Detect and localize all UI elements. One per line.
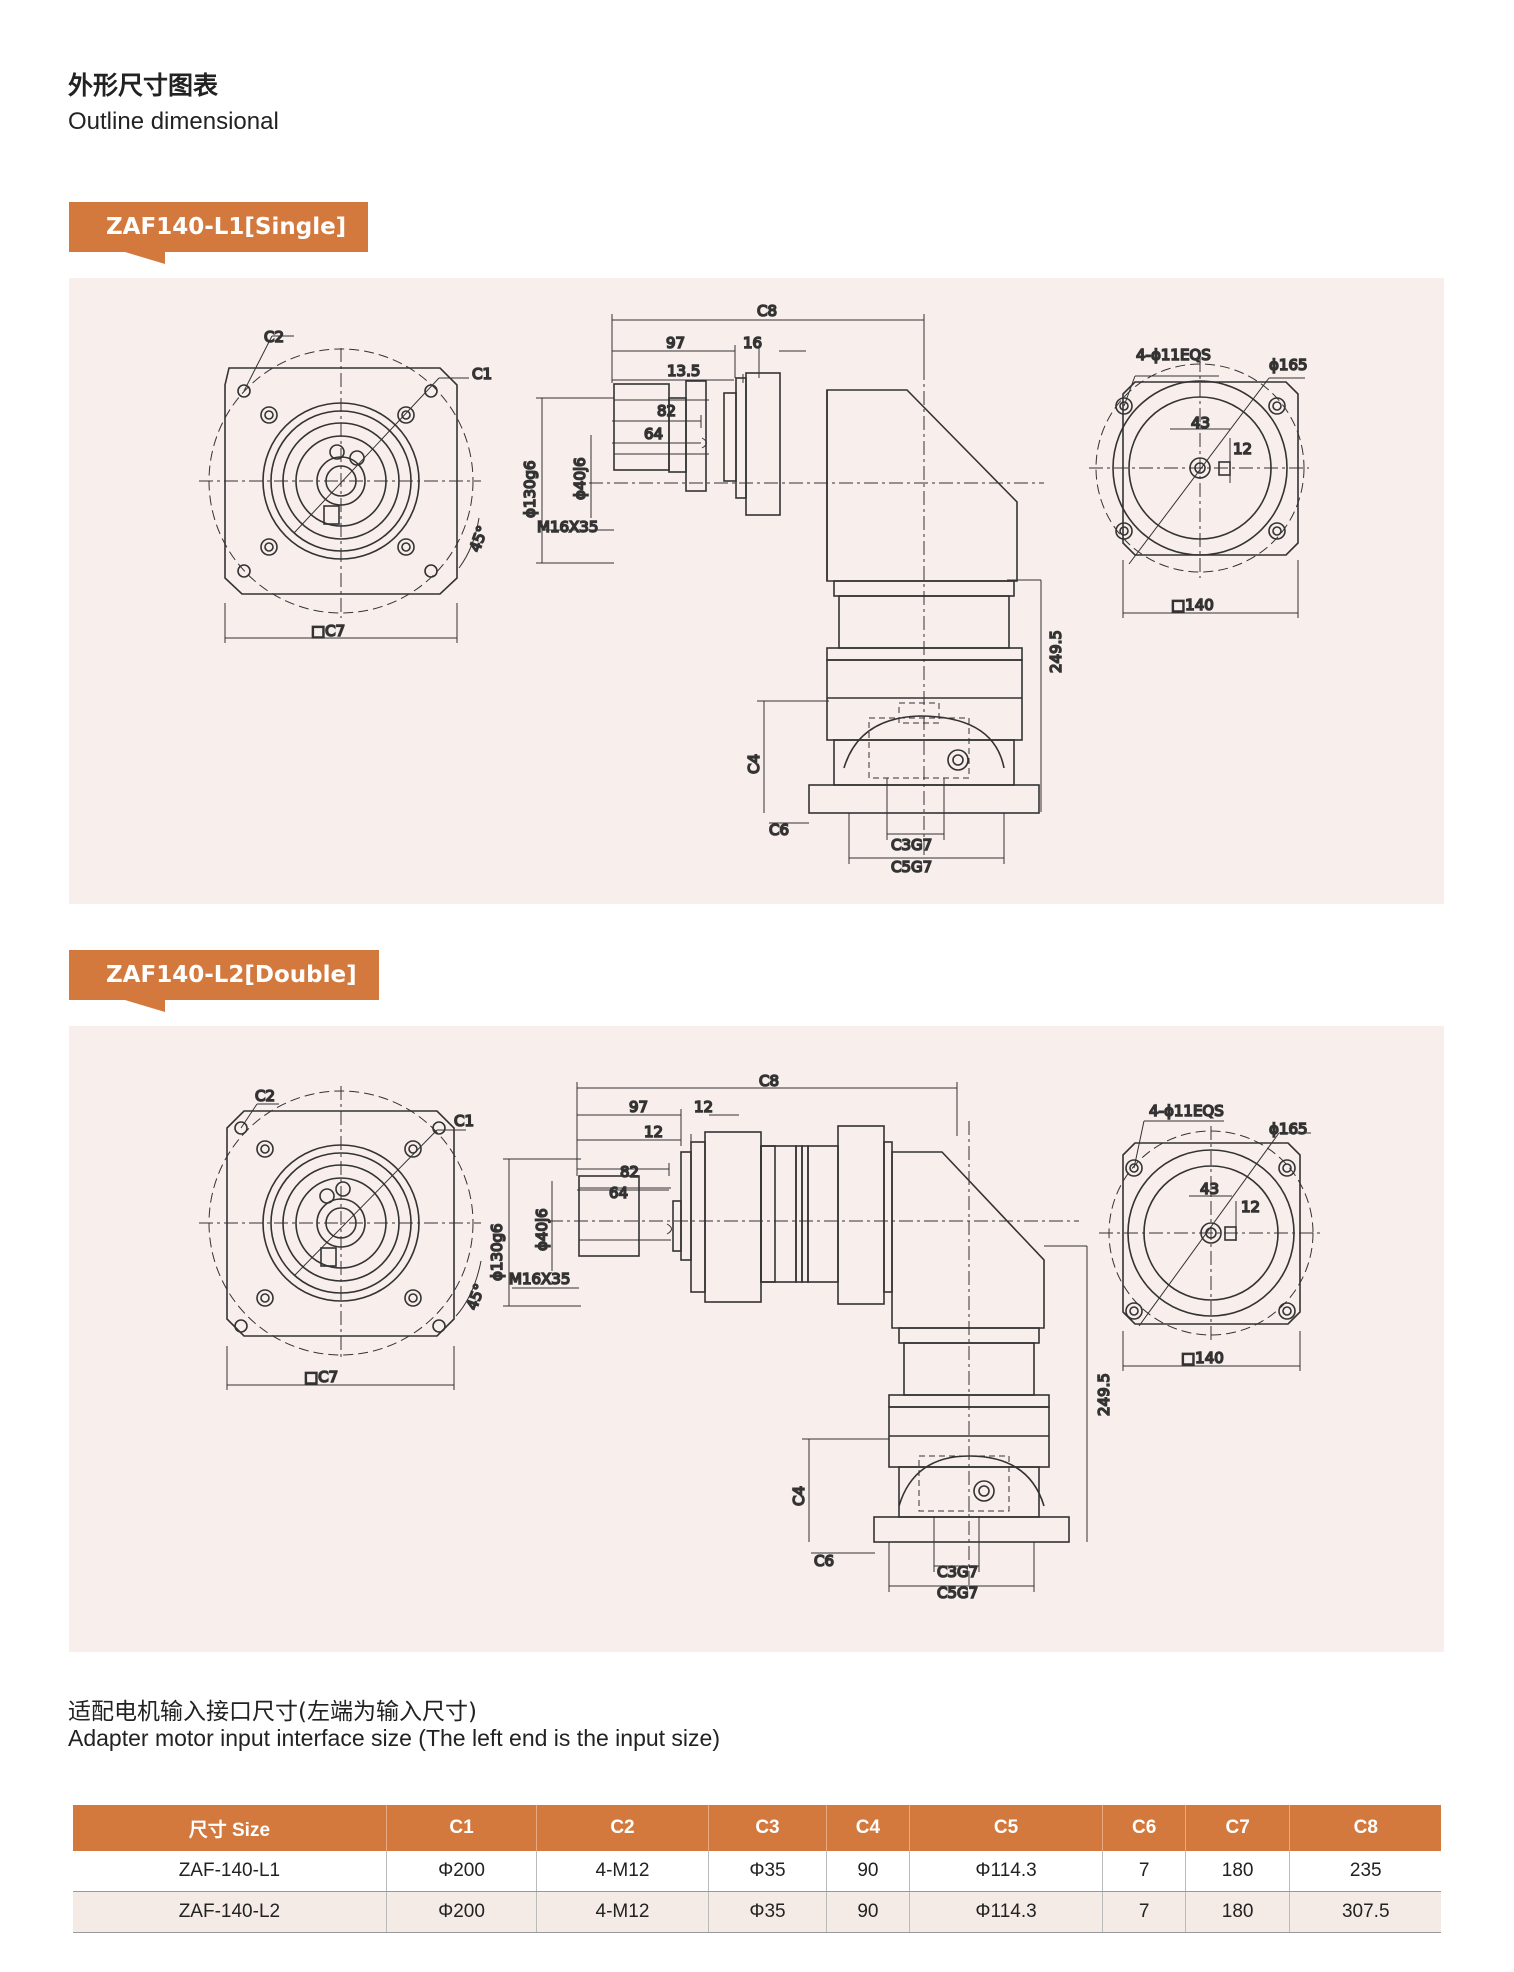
label-140: □140 — [1171, 596, 1214, 614]
table-row: ZAF-140-L2 Φ200 4-M12 Φ35 90 Φ114.3 7 18… — [73, 1891, 1441, 1933]
label-82: 82 — [620, 1163, 639, 1181]
table-cell: 235 — [1289, 1851, 1441, 1892]
section-tag-double: ZAF140-L2[Double] — [69, 950, 379, 1012]
table-row: ZAF-140-L1 Φ200 4-M12 Φ35 90 Φ114.3 7 18… — [73, 1851, 1441, 1892]
table-cell: Φ114.3 — [909, 1851, 1104, 1892]
table-cell: Φ200 — [386, 1891, 538, 1933]
table-cell: ZAF-140-L1 — [73, 1851, 387, 1892]
table-cell: Φ35 — [708, 1891, 828, 1933]
adapter-title-en: Adapter motor input interface size (The … — [68, 1725, 720, 1751]
label-c6: C6 — [814, 1552, 834, 1570]
table-cell: 180 — [1185, 1851, 1291, 1892]
label-12b: 12 — [644, 1123, 663, 1141]
table-cell: 180 — [1185, 1891, 1291, 1933]
label-holes: 4-ϕ11EQS — [1136, 346, 1211, 364]
label-12: 12 — [1233, 440, 1252, 458]
table-cell: 7 — [1102, 1851, 1186, 1892]
label-c5: C5G7 — [891, 858, 932, 876]
label-c2: C2 — [264, 328, 284, 346]
dimension-drawing-single: C2 C1 □C7 45° — [199, 301, 1309, 877]
label-13-5: 13.5 — [667, 362, 700, 380]
gearbox-side-view — [589, 366, 1044, 858]
page-title-cn: 外形尺寸图表 — [68, 71, 219, 100]
label-c8: C8 — [759, 1072, 779, 1090]
th-c1: C1 — [386, 1805, 538, 1851]
label-c2: C2 — [255, 1087, 275, 1105]
label-97: 97 — [666, 334, 685, 352]
label-c7: □C7 — [304, 1368, 338, 1386]
label-16: 16 — [743, 334, 762, 352]
table-cell: 90 — [826, 1891, 910, 1933]
input-flange-view — [199, 335, 481, 643]
table-header-row: 尺寸 Size C1 C2 C3 C4 C5 C6 C7 C8 — [73, 1805, 1441, 1851]
label-angle: 45° — [466, 523, 492, 554]
label-c4: C4 — [790, 1486, 808, 1506]
th-c6: C6 — [1102, 1805, 1186, 1851]
label-82: 82 — [657, 402, 676, 420]
label-phi130: ϕ130g6 — [488, 1223, 506, 1281]
table-cell: Φ114.3 — [909, 1891, 1104, 1933]
label-c1: C1 — [472, 365, 492, 383]
label-m16: M16X35 — [509, 1270, 570, 1288]
label-64: 64 — [609, 1184, 628, 1202]
label-m16: M16X35 — [537, 518, 598, 536]
dimension-table: 尺寸 Size C1 C2 C3 C4 C5 C6 C7 C8 ZAF-140-… — [73, 1805, 1441, 1933]
drawing-panel-double: C2 C1 □C7 45° — [69, 1026, 1444, 1652]
label-140: □140 — [1181, 1349, 1224, 1367]
label-c1: C1 — [454, 1112, 474, 1130]
label-43: 43 — [1191, 414, 1210, 432]
gearbox-side-view — [549, 1121, 1079, 1586]
label-12: 12 — [1241, 1198, 1260, 1216]
th-c4: C4 — [826, 1805, 910, 1851]
output-flange-view — [1099, 1120, 1324, 1371]
table-cell: 4-M12 — [536, 1891, 709, 1933]
table-cell: 7 — [1102, 1891, 1186, 1933]
section-tag-single: ZAF140-L1[Single] — [69, 202, 369, 264]
label-43: 43 — [1200, 1180, 1219, 1198]
table-cell: Φ35 — [708, 1851, 828, 1892]
th-c8: C8 — [1289, 1805, 1441, 1851]
page-title-en: Outline dimensional — [68, 108, 279, 135]
output-flange-view — [1089, 358, 1309, 618]
label-phi130: ϕ130g6 — [521, 460, 539, 518]
table-cell: ZAF-140-L2 — [73, 1891, 387, 1933]
th-size: 尺寸 Size — [73, 1805, 387, 1851]
label-97: 97 — [629, 1098, 648, 1116]
adapter-title-cn: 适配电机输入接口尺寸(左端为输入尺寸) — [68, 1699, 477, 1725]
table-cell: 4-M12 — [536, 1851, 709, 1892]
label-phi40: ϕ40j6 — [533, 1208, 551, 1251]
label-249-5: 249.5 — [1047, 630, 1065, 673]
label-249-5: 249.5 — [1095, 1373, 1113, 1416]
th-c3: C3 — [708, 1805, 828, 1851]
label-12a: 12 — [694, 1098, 713, 1116]
th-c7: C7 — [1185, 1805, 1291, 1851]
th-c5: C5 — [909, 1805, 1104, 1851]
label-c6: C6 — [769, 821, 789, 839]
dimension-drawing-double: C2 C1 □C7 45° — [199, 1071, 1324, 1603]
drawing-panel-single: C2 C1 □C7 45° — [69, 278, 1444, 904]
label-phi165: ϕ165 — [1269, 1120, 1308, 1138]
label-angle: 45° — [463, 1281, 489, 1312]
input-flange-view — [199, 1086, 482, 1390]
label-c3: C3G7 — [937, 1563, 978, 1581]
th-c2: C2 — [536, 1805, 709, 1851]
label-phi165: ϕ165 — [1269, 356, 1308, 374]
table-cell: 307.5 — [1289, 1891, 1441, 1933]
label-c5: C5G7 — [937, 1584, 978, 1602]
label-c8: C8 — [757, 302, 777, 320]
label-64: 64 — [644, 425, 663, 443]
label-phi40: ϕ40j6 — [571, 457, 589, 500]
table-cell: 90 — [826, 1851, 910, 1892]
label-c4: C4 — [745, 754, 763, 774]
table-cell: Φ200 — [386, 1851, 538, 1892]
label-c3: C3G7 — [891, 836, 932, 854]
label-holes: 4-ϕ11EQS — [1149, 1102, 1224, 1120]
label-c7: □C7 — [311, 622, 345, 640]
